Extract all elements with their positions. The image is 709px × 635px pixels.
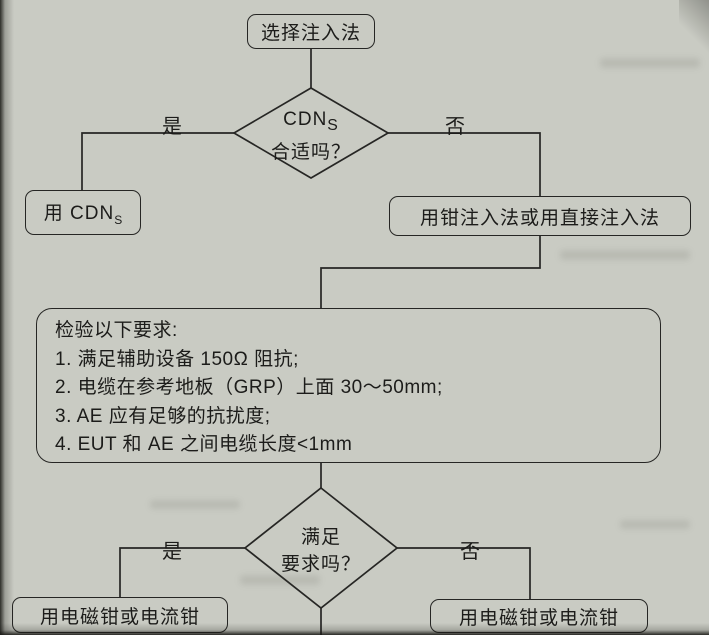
bleed-through-smudge (600, 58, 700, 68)
decision1-line1: CDNS (283, 109, 339, 134)
book-spine-shadow (0, 0, 14, 635)
clamp-or-direct-injection-node: 用钳注入法或用直接注入法 (389, 196, 691, 236)
decision2-line1: 满足 (300, 527, 341, 548)
connector-decision1-no (388, 132, 541, 196)
check-requirement-item: 4. EUT 和 AE 之间电缆长度<1mm (55, 434, 353, 455)
decision1-label: CDNS 合适吗？ (234, 106, 388, 166)
decision2-diamond (243, 486, 399, 610)
connector-decision2-yes (119, 547, 245, 597)
clamp-or-direct-injection-label: 用钳注入法或用直接注入法 (419, 207, 660, 229)
check-requirement-item: 2. 电缆在参考地板（GRP）上面 30～50mm; (55, 377, 443, 398)
bleed-through-smudge (150, 500, 240, 509)
page-corner-shadow (679, 0, 709, 60)
check-requirement-item: 1. 满足辅助设备 150Ω 阻抗; (55, 348, 299, 370)
decision2-yes-label: 是 (162, 541, 182, 563)
check-requirements-node: 检验以下要求: 1. 满足辅助设备 150Ω 阻抗; 2. 电缆在参考地板（GR… (36, 308, 661, 463)
use-cdn-label: 用 CDNS (43, 203, 123, 227)
check-requirement-item: 3. AE 应有足够的抗扰度; (55, 405, 271, 427)
bleed-through-smudge (560, 250, 690, 260)
connector-clamp-to-check (320, 236, 541, 308)
bleed-through-smudge (240, 575, 320, 585)
decision2-no-label: 否 (460, 541, 480, 563)
bleed-through-smudge (620, 520, 690, 529)
result-yes-label: 用电磁钳或电流钳 (39, 606, 200, 628)
use-cdn-node: 用 CDNS (25, 190, 141, 235)
page-bottom-shadow (0, 623, 709, 635)
connector-decision2-no (397, 547, 531, 599)
decision1-no-label: 否 (445, 116, 465, 138)
start-node-label: 选择注入法 (260, 23, 361, 44)
connector-decision1-yes (81, 132, 234, 190)
decision2-line2: 要求吗？ (280, 554, 361, 575)
decision1-diamond (232, 87, 390, 179)
decision1-line2: 合适吗？ (270, 141, 351, 163)
start-node: 选择注入法 (247, 14, 375, 49)
decision1-yes-label: 是 (162, 116, 182, 138)
decision2-label: 满足 要求吗？ (245, 524, 397, 578)
check-requirements-title: 检验以下要求: (55, 320, 178, 341)
